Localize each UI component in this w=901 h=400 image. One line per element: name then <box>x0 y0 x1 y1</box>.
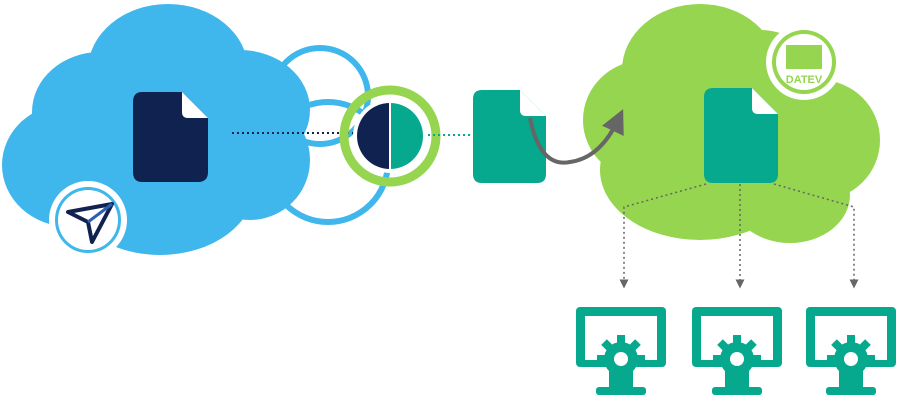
workstations <box>576 307 896 395</box>
datev-logo-text: DATEV <box>786 74 823 86</box>
source-document-icon <box>133 92 208 182</box>
monitor-gear-icon <box>692 307 782 395</box>
cloud-icon <box>2 4 310 255</box>
distribution-connectors <box>619 183 859 289</box>
curved-arrow-icon <box>528 109 624 165</box>
half-circle-converter-icon <box>339 85 441 187</box>
target-document-icon <box>704 88 778 183</box>
source-cloud <box>2 4 391 259</box>
connector-to-workstation-1 <box>619 183 707 289</box>
datev-logo: DATEV <box>766 24 842 100</box>
monitor-gear-icon <box>576 307 666 395</box>
paper-plane-logo-icon <box>49 181 127 259</box>
converted-document-icon <box>473 90 546 183</box>
monitor-gear-icon <box>806 307 896 395</box>
